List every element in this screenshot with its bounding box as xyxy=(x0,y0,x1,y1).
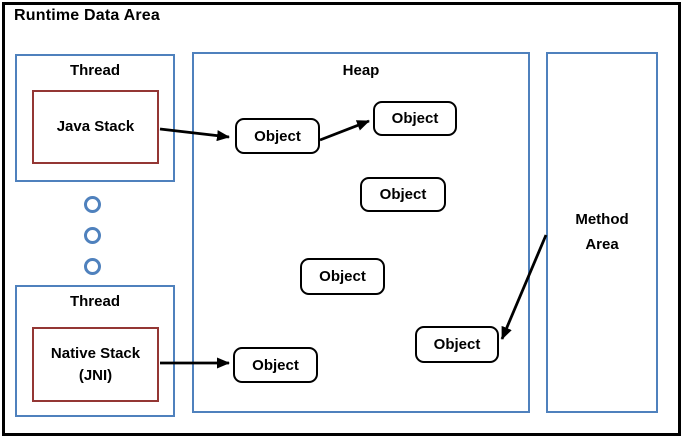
heap-object-label: Object xyxy=(433,336,481,353)
native-stack-box: Native Stack (JNI) xyxy=(32,327,159,402)
heap-object-box: Object xyxy=(233,347,318,383)
heap-object-box: Object xyxy=(300,258,385,295)
heap-object-label: Object xyxy=(254,127,301,145)
heap-object-box: Object xyxy=(235,118,320,154)
diagram-title: Runtime Data Area xyxy=(14,7,160,24)
heap-label: Heap xyxy=(342,62,380,79)
heap-object-label: Object xyxy=(319,268,366,285)
heap-object-box: Object xyxy=(360,177,446,212)
native-stack-label-line2: (JNI) xyxy=(78,366,113,384)
runtime-data-area-box xyxy=(2,2,681,436)
heap-object-label: Object xyxy=(391,110,439,127)
thread-label: Thread xyxy=(69,293,120,310)
method-area-box: Method Area xyxy=(546,52,658,413)
java-stack-label: Java Stack xyxy=(56,118,135,136)
heap-object-box: Object xyxy=(373,101,457,136)
heap-object-label: Object xyxy=(379,186,427,203)
heap-object-label: Object xyxy=(252,356,299,374)
java-stack-box: Java Stack xyxy=(32,90,159,164)
ellipsis-circle xyxy=(84,196,101,213)
method-area-label: Method Area xyxy=(575,210,629,253)
thread-label: Thread xyxy=(69,62,120,79)
ellipsis-circle xyxy=(84,258,101,275)
ellipsis-circle xyxy=(84,227,101,244)
heap-object-box: Object xyxy=(415,326,499,363)
native-stack-label-line1: Native Stack xyxy=(50,344,141,362)
